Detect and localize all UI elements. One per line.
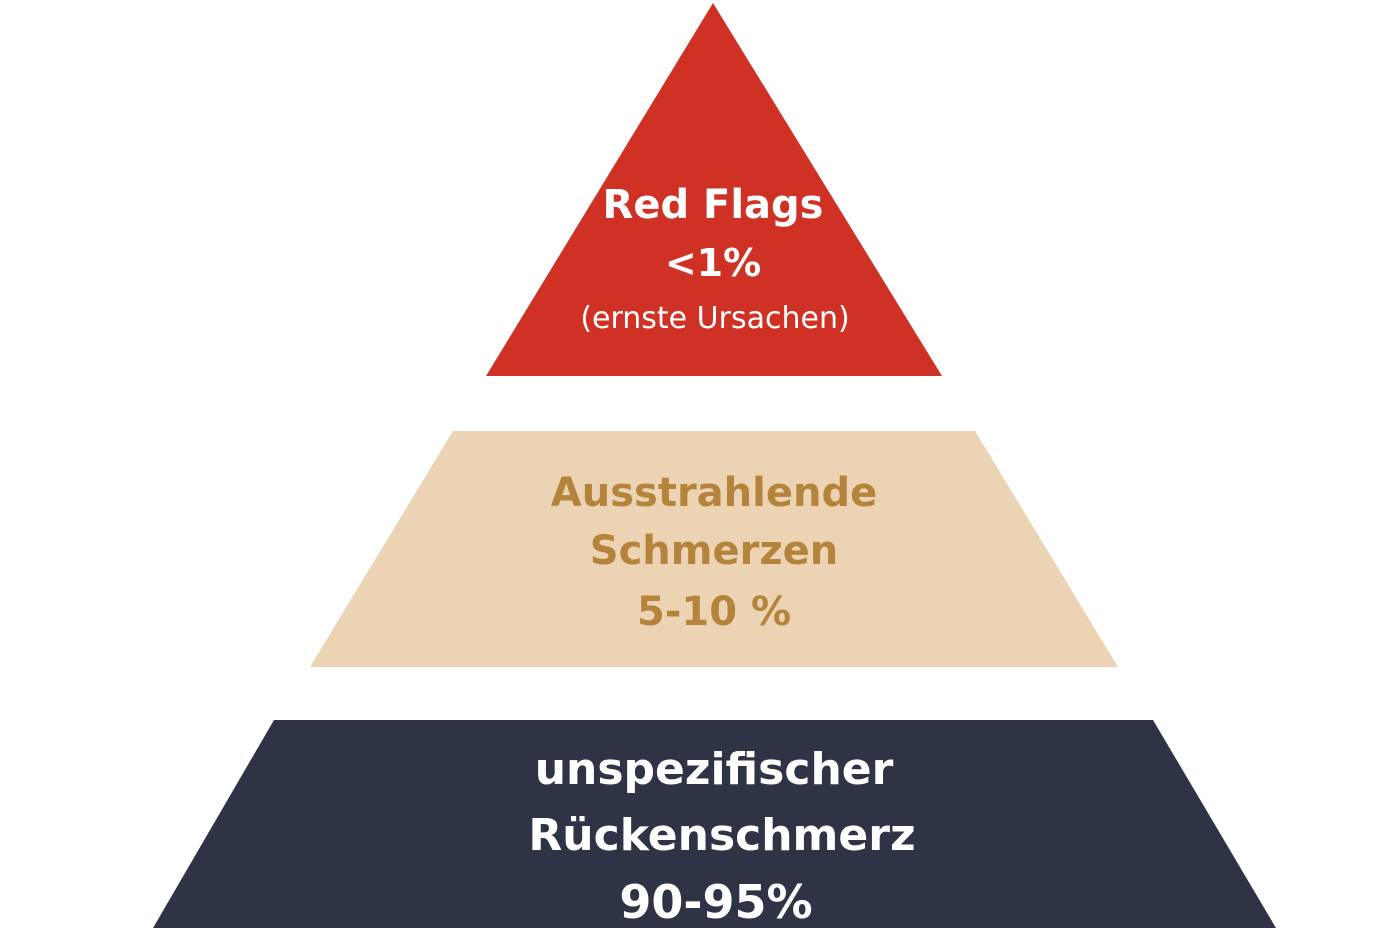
top-tier-subtitle: (ernste Ursachen) <box>580 301 849 336</box>
bottom-tier-percent: 90-95% <box>619 875 812 928</box>
middle-tier-title-line2: Schmerzen <box>590 528 838 574</box>
bottom-tier-title-line2: Rückenschmerz <box>528 810 915 861</box>
top-tier-title: Red Flags <box>603 182 824 228</box>
middle-tier-percent: 5-10 % <box>637 589 791 635</box>
pyramid-bottom-tier <box>153 720 1276 928</box>
middle-tier-title-line1: Ausstrahlende <box>551 470 877 516</box>
pyramid-top-tier <box>486 3 942 376</box>
bottom-tier-title-line1: unspezifischer <box>535 744 894 795</box>
top-tier-percent: <1% <box>665 241 761 285</box>
pyramid-middle-tier <box>310 431 1118 667</box>
